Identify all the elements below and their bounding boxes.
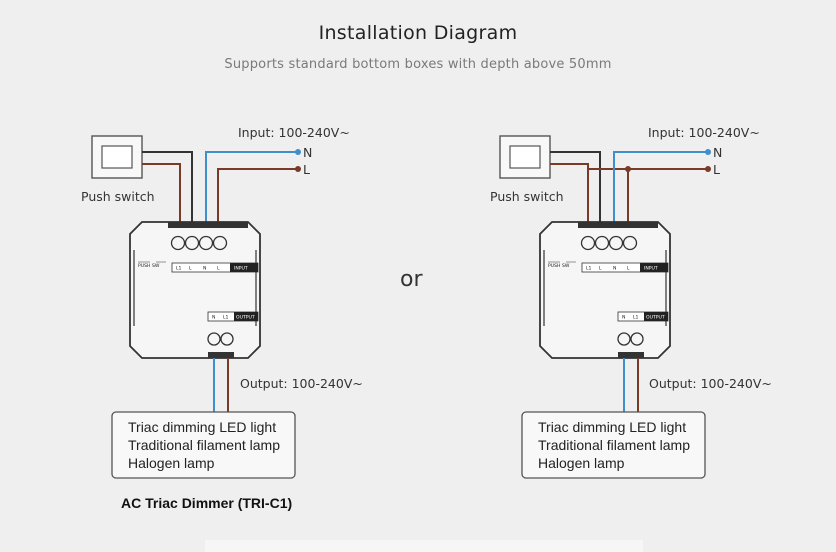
right-n-label: N — [713, 145, 722, 160]
right-load-item: Triac dimming LED light — [538, 419, 686, 435]
left-dimmer-module: L1 L N L INPUT PUSH SW N L1 OUTPUT — [129, 221, 261, 359]
left-output-label: Output: 100-240V~ — [240, 376, 363, 391]
right-load-item: Traditional filament lamp — [538, 437, 690, 453]
svg-text:PUSH SW: PUSH SW — [138, 263, 160, 269]
or-separator: or — [400, 267, 423, 292]
svg-text:L: L — [599, 266, 602, 272]
page-subtitle: Supports standard bottom boxes with dept… — [224, 57, 612, 72]
svg-text:L1: L1 — [586, 266, 592, 272]
svg-text:OUTPUT: OUTPUT — [236, 315, 255, 321]
svg-text:L1: L1 — [223, 315, 229, 321]
right-load-item: Halogen lamp — [538, 455, 625, 471]
right-output-label: Output: 100-240V~ — [649, 376, 772, 391]
svg-text:N: N — [203, 266, 206, 272]
svg-text:INPUT: INPUT — [234, 266, 248, 272]
right-push-switch-label: Push switch — [490, 189, 564, 204]
left-load-item: Triac dimming LED light — [128, 419, 276, 435]
svg-text:L: L — [189, 266, 192, 272]
svg-text:INPUT: INPUT — [644, 266, 658, 272]
svg-text:OUTPUT: OUTPUT — [646, 315, 665, 321]
right-input-label: Input: 100-240V~ — [648, 125, 760, 140]
left-load-item: Traditional filament lamp — [128, 437, 280, 453]
left-input-label: Input: 100-240V~ — [238, 125, 350, 140]
left-load-item: Halogen lamp — [128, 455, 215, 471]
svg-text:L: L — [627, 266, 630, 272]
right-dimmer-module: L1 L N L INPUT PUSH SW N L1 OUTPUT — [539, 221, 671, 359]
left-l-label: L — [303, 162, 310, 177]
svg-text:N: N — [212, 315, 215, 321]
svg-text:N: N — [622, 315, 625, 321]
svg-text:PUSH SW: PUSH SW — [548, 263, 570, 269]
left-diagram: Push switch Input: 100-240V~ N L L1 L N — [81, 125, 363, 511]
left-load-box — [111, 411, 296, 479]
product-caption: AC Triac Dimmer (TRI-C1) — [121, 495, 292, 511]
left-push-switch-label: Push switch — [81, 189, 155, 204]
right-l-label: L — [713, 162, 720, 177]
page-title: Installation Diagram — [318, 22, 518, 44]
right-load-box — [521, 411, 706, 479]
svg-text:N: N — [613, 266, 616, 272]
svg-text:L1: L1 — [633, 315, 639, 321]
right-diagram: Push switch Input: 100-240V~ N L L1 L N … — [490, 125, 772, 479]
svg-text:L: L — [217, 266, 220, 272]
left-n-label: N — [303, 145, 312, 160]
svg-text:L1: L1 — [176, 266, 182, 272]
bottom-strip — [205, 540, 643, 552]
